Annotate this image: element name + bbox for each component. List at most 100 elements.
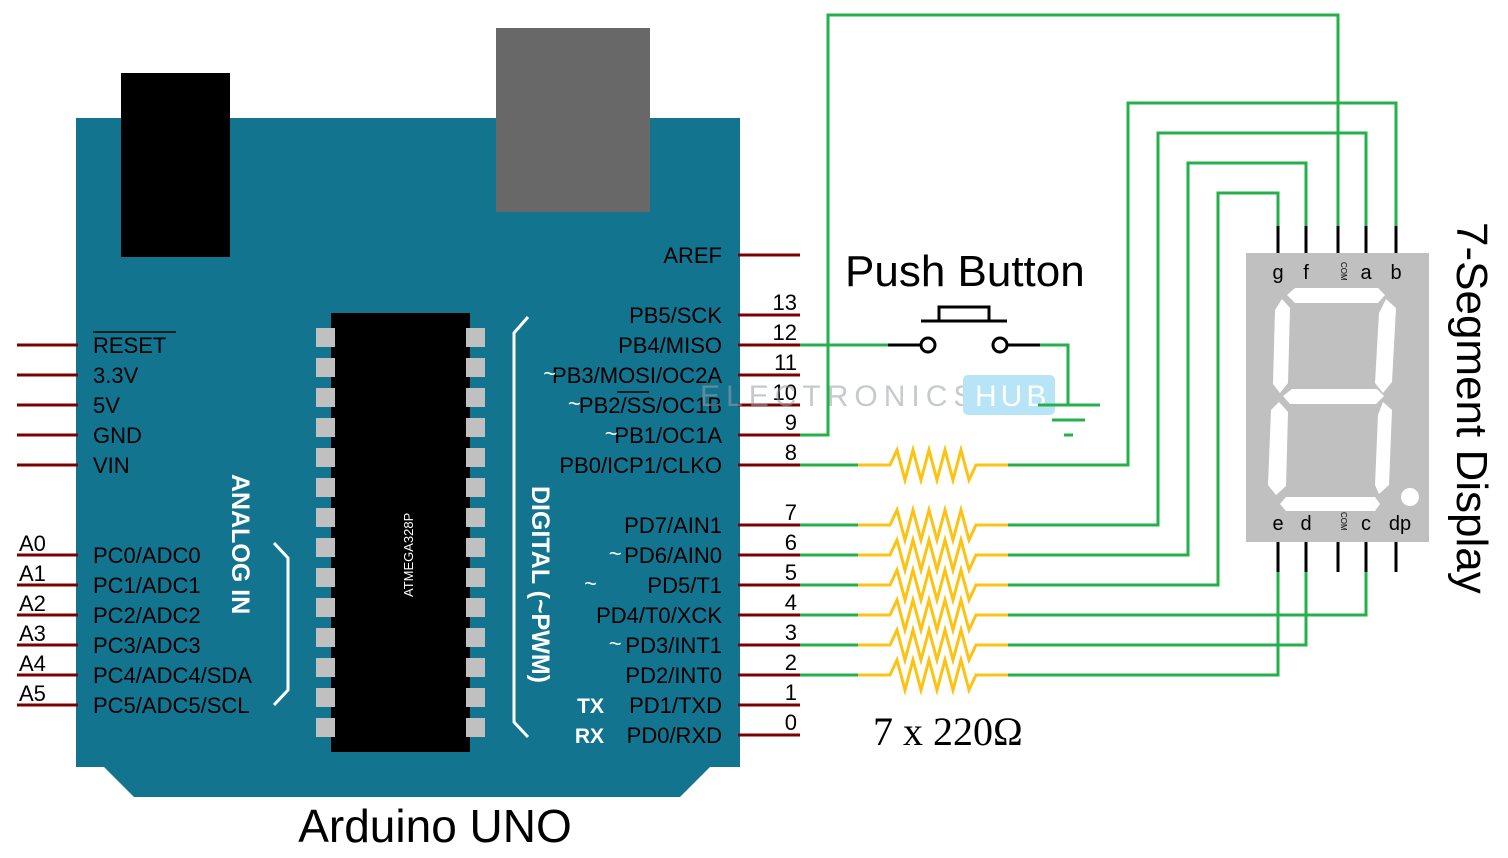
pin-label-a4: PC4/ADC4/SDA xyxy=(93,663,252,688)
pin-number-d2: 2 xyxy=(785,650,797,675)
wire-res-a xyxy=(1008,131,1368,527)
pwm-tilde: ~ xyxy=(543,361,556,386)
chip-pin-left xyxy=(316,328,335,347)
ground-symbol xyxy=(1038,403,1100,437)
chip-pin-right xyxy=(466,718,485,737)
segment-c xyxy=(1375,402,1392,494)
pin-label-d1: PD1/TXD xyxy=(629,693,722,718)
pin-header-a1: A1 xyxy=(19,561,46,586)
chip-pin-right xyxy=(466,358,485,377)
pin-header-a0: A0 xyxy=(19,531,46,556)
chip-label: ATMEGA328P xyxy=(401,513,416,597)
pwm-tilde: ~ xyxy=(609,631,622,656)
pwm-tilde: ~ xyxy=(568,391,581,416)
pin-label-d3: PD3/INT1 xyxy=(625,633,722,658)
pin-label-d0: PD0/RXD xyxy=(627,723,722,748)
chip-pin-left xyxy=(316,478,335,497)
chip-pin-right xyxy=(466,598,485,617)
chip-pin-left xyxy=(316,448,335,467)
analog-in-label: ANALOG IN xyxy=(226,474,254,614)
chip-body xyxy=(331,313,470,752)
chip-pin-right xyxy=(466,448,485,467)
pin-label-a0: PC0/ADC0 xyxy=(93,543,201,568)
resistor-220 xyxy=(858,564,1008,606)
segment-b xyxy=(1375,299,1396,393)
chip-pin-right xyxy=(466,478,485,497)
chip-pin-right xyxy=(466,538,485,557)
chip-pin-left xyxy=(316,718,335,737)
segment-e xyxy=(1268,402,1288,495)
wire-res-b xyxy=(1008,101,1398,467)
display-pin-label-e: e xyxy=(1272,513,1283,535)
pin-label-d7: PD7/AIN1 xyxy=(624,513,722,538)
chip-pin-right xyxy=(466,328,485,347)
segment-dp xyxy=(1401,488,1419,506)
chip-pin-right xyxy=(466,568,485,587)
digital-bracket xyxy=(512,316,530,739)
segment-g xyxy=(1283,389,1384,404)
chip-pin-right xyxy=(466,388,485,407)
chip-pin-right xyxy=(466,628,485,647)
pwm-tilde: ~ xyxy=(605,421,618,446)
wire-res-e xyxy=(1008,572,1280,677)
pin-label-d10: PB2/SS/OC1B xyxy=(579,393,722,418)
chip-pin-left xyxy=(316,658,335,677)
chip-pin-left xyxy=(316,388,335,407)
wire-res-c xyxy=(1008,572,1368,617)
usb-connector xyxy=(496,28,650,212)
push-button-label: Push Button xyxy=(845,247,1085,296)
serial-label-tx: TX xyxy=(577,695,604,718)
pin-number-d4: 4 xyxy=(785,590,797,615)
resistor-220 xyxy=(858,594,1008,636)
chip-pin-right xyxy=(466,418,485,437)
chip-pin-left xyxy=(316,538,335,557)
display-pin-label-dp: dp xyxy=(1389,513,1411,535)
pin-number-d5: 5 xyxy=(785,560,797,585)
power-jack xyxy=(121,73,230,257)
resistor-label: 7 x 220Ω xyxy=(873,709,1023,754)
display-pin-label-d: d xyxy=(1300,513,1311,535)
pwm-tilde: ~ xyxy=(609,541,622,566)
pin-label-a1: PC1/ADC1 xyxy=(93,573,201,598)
display-pin-label-com: COM xyxy=(1339,512,1348,531)
pin-header-a5: A5 xyxy=(19,681,46,706)
wire-res-f xyxy=(1008,161,1308,557)
watermark: ELECTRONICS HUB xyxy=(700,375,1055,415)
segment-f xyxy=(1273,299,1290,393)
push-button[interactable] xyxy=(888,305,1040,354)
pin-label-d8: PB0/ICP1/CLKO xyxy=(559,453,722,478)
chip-pin-left xyxy=(316,628,335,647)
pin-number-d13: 13 xyxy=(773,290,797,315)
watermark-right: HUB xyxy=(975,380,1050,413)
pin-label-3.3v: 3.3V xyxy=(93,363,139,388)
resistor-220 xyxy=(858,624,1008,666)
resistor-220 xyxy=(858,654,1008,696)
wire-res-d xyxy=(1008,572,1308,647)
pin-number-d10: 10 xyxy=(773,380,797,405)
chip-pin-left xyxy=(316,358,335,377)
pin-number-d8: 8 xyxy=(785,440,797,465)
chip-pin-right xyxy=(466,688,485,707)
display-pin-label-com: COM xyxy=(1339,262,1348,281)
pin-label-d11: PB3/MOSI/OC2A xyxy=(552,363,722,388)
chip-pin-right xyxy=(466,508,485,527)
pin-number-d9: 9 xyxy=(785,410,797,435)
pin-label-aref: AREF xyxy=(663,243,722,268)
segment-d xyxy=(1280,497,1380,511)
pin-number-d1: 1 xyxy=(785,680,797,705)
display-label: 7-Segment Display xyxy=(1447,222,1496,594)
pwm-tilde: ~ xyxy=(584,571,597,596)
pin-label-vin: VIN xyxy=(93,453,130,478)
pin-label-d6: PD6/AIN0 xyxy=(624,543,722,568)
pin-number-d7: 7 xyxy=(785,500,797,525)
display-pin-label-f: f xyxy=(1303,262,1309,284)
chip-pin-left xyxy=(316,598,335,617)
resistor-220 xyxy=(858,534,1008,576)
display-pin-label-b: b xyxy=(1390,262,1401,284)
pin-number-d6: 6 xyxy=(785,530,797,555)
chip-pin-left xyxy=(316,418,335,437)
resistor-220 xyxy=(858,504,1008,546)
pin-label-a3: PC3/ADC3 xyxy=(93,633,201,658)
wire-d9-com xyxy=(800,13,1340,437)
pin-label-a5: PC5/ADC5/SCL xyxy=(93,693,250,718)
